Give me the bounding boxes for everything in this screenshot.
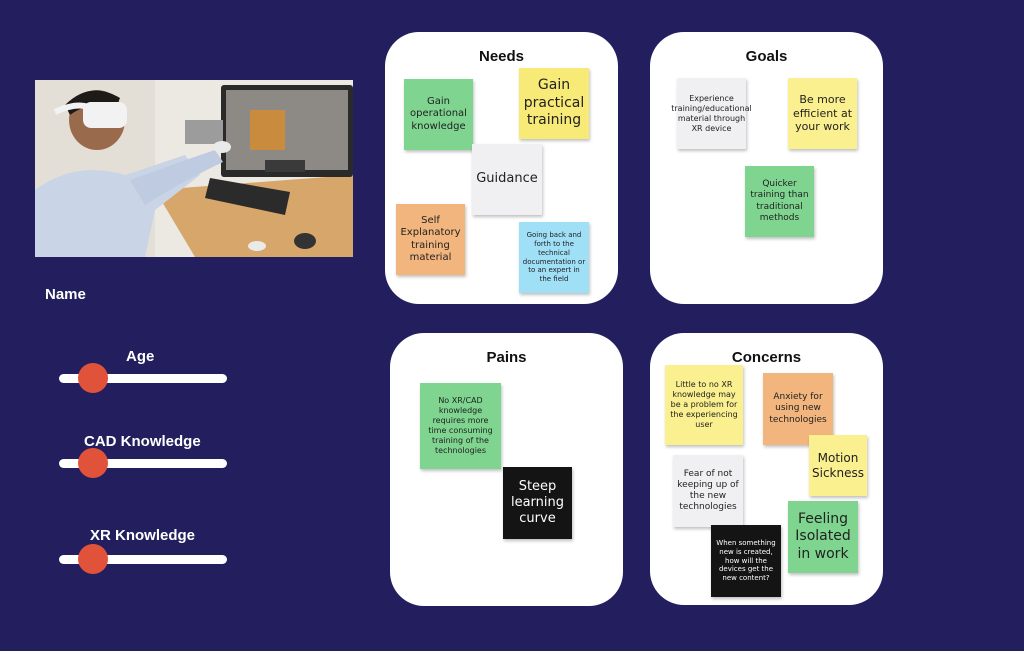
sticky-note[interactable]: Guidance [472, 144, 542, 215]
person-with-vr-headset-image [35, 80, 353, 257]
needs-panel: Needs Gain operational knowledge Gain pr… [385, 32, 618, 304]
goals-panel: Goals Experience training/educational ma… [650, 32, 883, 304]
sticky-note[interactable]: Quicker training than traditional method… [745, 166, 814, 237]
sticky-note[interactable]: Be more efficient at your work [788, 78, 857, 149]
bottom-border [0, 651, 1024, 655]
sticky-note[interactable]: Self Explanatory training material [396, 204, 465, 275]
pains-title: Pains [486, 349, 527, 366]
sticky-note[interactable]: Experience training/educational material… [671, 78, 752, 149]
age-slider-thumb[interactable] [77, 363, 108, 393]
concerns-title: Concerns [731, 349, 802, 366]
pains-panel: Pains No XR/CAD knowledge requires more … [390, 333, 623, 606]
concerns-panel: Concerns Little to no XR knowledge may b… [650, 333, 883, 605]
sticky-note[interactable]: Going back and forth to the technical do… [519, 222, 589, 293]
sticky-note[interactable]: Fear of not keeping up of the new techno… [673, 455, 743, 527]
age-slider[interactable] [59, 363, 227, 393]
xr-knowledge-slider-thumb[interactable] [77, 544, 108, 574]
sticky-note[interactable]: Anxiety for using new technologies [763, 373, 833, 445]
sticky-note[interactable]: No XR/CAD knowledge requires more time c… [420, 383, 501, 469]
xr-knowledge-label: XR Knowledge [90, 527, 196, 544]
goals-title: Goals [745, 48, 788, 65]
name-label: Name [45, 286, 86, 303]
sticky-note[interactable]: Little to no XR knowledge may be a probl… [665, 365, 743, 445]
cad-knowledge-slider[interactable] [59, 448, 227, 478]
needs-title: Needs [478, 48, 525, 65]
sticky-note[interactable]: Feeling Isolated in work [788, 501, 858, 573]
sticky-note[interactable]: Gain practical training [519, 68, 589, 139]
cad-knowledge-slider-thumb[interactable] [77, 448, 108, 478]
sticky-note[interactable]: When something new is created, how will … [711, 525, 781, 597]
age-label: Age [126, 348, 155, 365]
cad-knowledge-label: CAD Knowledge [84, 433, 201, 450]
sticky-note[interactable]: Steep learning curve [503, 467, 572, 539]
sticky-note[interactable]: Gain operational knowledge [404, 79, 473, 150]
xr-knowledge-slider[interactable] [59, 544, 227, 574]
sticky-note[interactable]: Motion Sickness [809, 435, 867, 496]
